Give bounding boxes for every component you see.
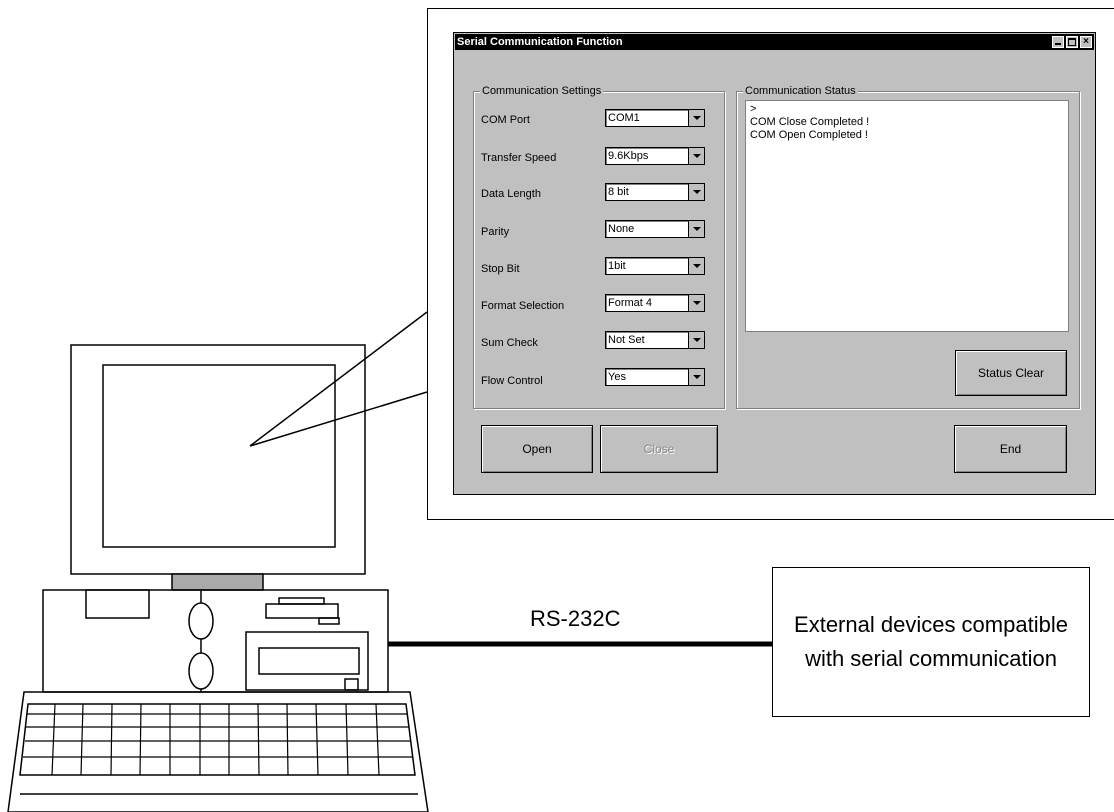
- close-button: Close: [600, 425, 718, 473]
- transfer-speed-select[interactable]: 9.6Kbps: [605, 147, 705, 165]
- transfer-speed-value: 9.6Kbps: [608, 150, 649, 162]
- led-upper: [188, 602, 214, 640]
- maximize-icon[interactable]: [1066, 36, 1078, 48]
- system-unit: [42, 589, 389, 693]
- sum-check-label: Sum Check: [481, 337, 538, 349]
- end-button[interactable]: End: [954, 425, 1067, 473]
- status-log-line: >: [750, 103, 757, 115]
- stop-bit-value: 1bit: [608, 260, 626, 272]
- com-port-label: COM Port: [481, 114, 530, 126]
- stop-bit-select[interactable]: 1bit: [605, 257, 705, 275]
- slot-left: [85, 589, 150, 619]
- format-selection-value: Format 4: [608, 297, 653, 309]
- window-titlebar: Serial Communication Function ×: [455, 34, 1094, 50]
- external-devices-box: External devices compatible with serial …: [772, 567, 1090, 717]
- chevron-down-icon[interactable]: [688, 184, 704, 200]
- format-selection-select[interactable]: Format 4: [605, 294, 705, 312]
- chevron-down-icon[interactable]: [688, 110, 704, 126]
- chevron-down-icon[interactable]: [688, 258, 704, 274]
- status-group-title: Communication Status: [743, 84, 858, 98]
- sum-check-value: Not Set: [608, 334, 645, 346]
- monitor-screen: [102, 364, 336, 548]
- callout-line-lower: [249, 391, 428, 447]
- chevron-down-icon[interactable]: [688, 369, 704, 385]
- open-button[interactable]: Open: [481, 425, 593, 473]
- parity-value: None: [608, 223, 635, 235]
- flow-control-label: Flow Control: [481, 375, 543, 387]
- external-devices-text: External devices compatible with serial …: [794, 612, 1068, 671]
- transfer-speed-label: Transfer Speed: [481, 152, 557, 164]
- data-length-value: 8 bit: [608, 186, 629, 198]
- window-title: Serial Communication Function: [457, 36, 623, 48]
- flow-control-value: Yes: [608, 371, 626, 383]
- led-lower: [188, 652, 214, 690]
- keyboard: [7, 691, 429, 812]
- format-selection-label: Format Selection: [481, 300, 565, 312]
- flow-control-select[interactable]: Yes: [605, 368, 705, 386]
- data-length-select[interactable]: 8 bit: [605, 183, 705, 201]
- sum-check-select[interactable]: Not Set: [605, 331, 705, 349]
- minimize-icon[interactable]: [1052, 36, 1064, 48]
- chevron-down-icon[interactable]: [688, 221, 704, 237]
- status-log-line: COM Close Completed !: [750, 116, 870, 128]
- communication-settings-group: Communication Settings COM Port COM1 Tra…: [473, 84, 725, 409]
- status-log[interactable]: > COM Close Completed ! COM Open Complet…: [745, 100, 1069, 332]
- serial-communication-window: Serial Communication Function × Communic…: [453, 32, 1096, 495]
- drive-bay: [245, 631, 369, 691]
- com-port-value: COM1: [608, 112, 640, 124]
- rs232c-label: RS-232C: [530, 606, 621, 631]
- chevron-down-icon[interactable]: [688, 295, 704, 311]
- com-port-select[interactable]: COM1: [605, 109, 705, 127]
- data-length-label: Data Length: [481, 188, 541, 200]
- chevron-down-icon[interactable]: [688, 332, 704, 348]
- communication-status-group: Communication Status > COM Close Complet…: [736, 84, 1080, 409]
- floppy-slot: [265, 603, 339, 619]
- monitor-stand: [171, 573, 264, 591]
- status-log-line: COM Open Completed !: [750, 129, 868, 141]
- callout-line-upper: [249, 311, 428, 447]
- stop-bit-label: Stop Bit: [481, 263, 520, 275]
- chevron-down-icon[interactable]: [688, 148, 704, 164]
- monitor-body: [70, 344, 366, 575]
- parity-select[interactable]: None: [605, 220, 705, 238]
- parity-label: Parity: [481, 226, 510, 238]
- close-icon[interactable]: ×: [1080, 36, 1092, 48]
- status-clear-button[interactable]: Status Clear: [955, 350, 1067, 396]
- settings-group-title: Communication Settings: [480, 84, 604, 98]
